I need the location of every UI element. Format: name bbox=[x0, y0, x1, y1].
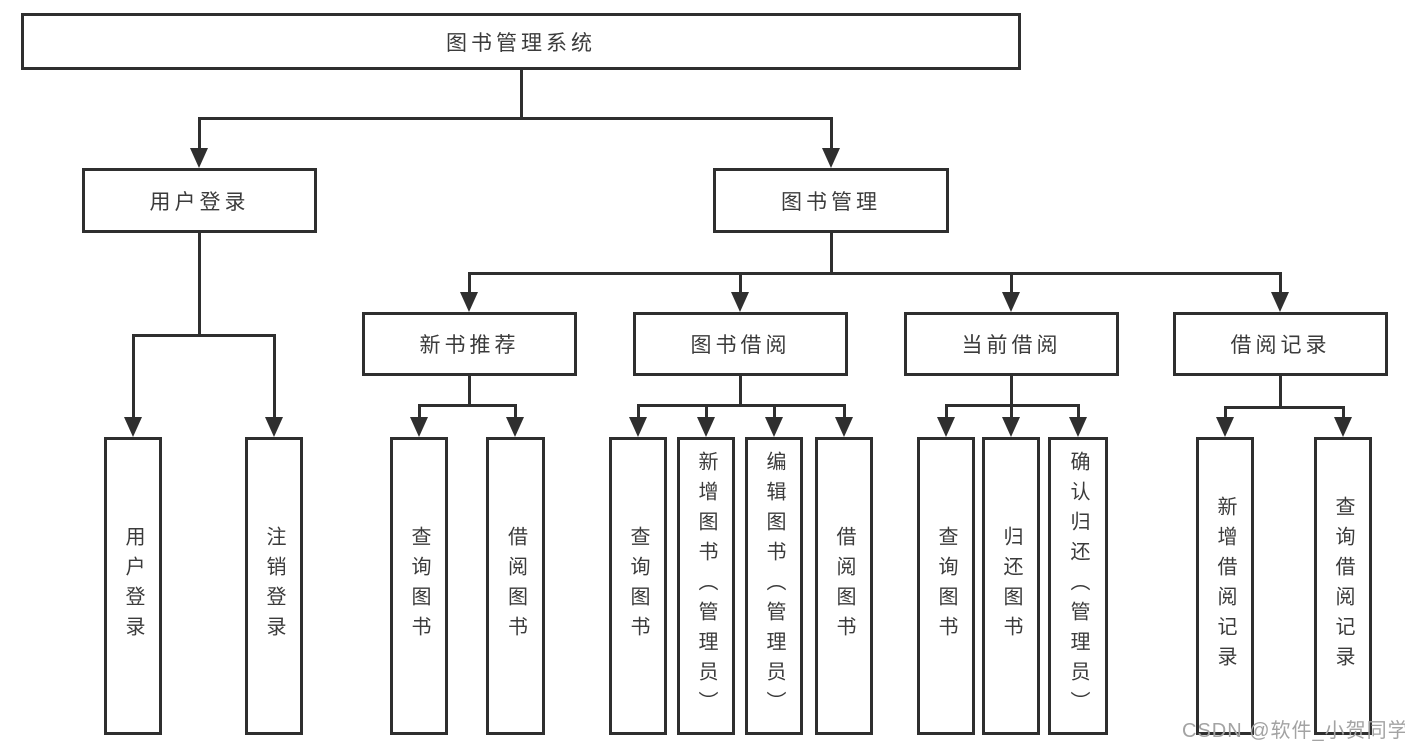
connector-line bbox=[273, 334, 276, 417]
connector-line bbox=[1224, 406, 1344, 409]
node-new-book-recommend: 新书推荐 bbox=[362, 312, 577, 376]
csdn-watermark: CSDN @软件_小贺同学 bbox=[1182, 720, 1405, 742]
leaf-confirm-return-admin: 确认归还（管理员） bbox=[1048, 437, 1108, 735]
arrowhead-down-icon bbox=[124, 417, 142, 437]
arrowhead-down-icon bbox=[460, 292, 478, 312]
connector-line bbox=[132, 334, 276, 337]
arrowhead-down-icon bbox=[731, 292, 749, 312]
connector-line bbox=[468, 376, 471, 406]
node-borrow-record: 借阅记录 bbox=[1173, 312, 1388, 376]
arrowhead-down-icon bbox=[629, 417, 647, 437]
leaf-query-books-newbook: 查询图书 bbox=[390, 437, 448, 735]
arrowhead-down-icon bbox=[822, 148, 840, 168]
connector-line bbox=[739, 376, 742, 406]
arrowhead-down-icon bbox=[1334, 417, 1352, 437]
node-user-login: 用户登录 bbox=[82, 168, 317, 233]
node-book-borrow: 图书借阅 bbox=[633, 312, 848, 376]
arrowhead-down-icon bbox=[1216, 417, 1234, 437]
arrowhead-down-icon bbox=[190, 148, 208, 168]
connector-line bbox=[1342, 406, 1345, 417]
connector-line bbox=[198, 233, 201, 337]
connector-line bbox=[637, 404, 640, 417]
arrowhead-down-icon bbox=[835, 417, 853, 437]
connector-line bbox=[739, 272, 742, 292]
connector-line bbox=[198, 117, 833, 120]
connector-line bbox=[1224, 406, 1227, 417]
connector-line bbox=[1010, 376, 1013, 406]
arrowhead-down-icon bbox=[937, 417, 955, 437]
leaf-query-books-borrow: 查询图书 bbox=[609, 437, 667, 735]
connector-line bbox=[418, 404, 517, 407]
connector-line bbox=[637, 404, 845, 407]
leaf-add-borrow-record: 新增借阅记录 bbox=[1196, 437, 1254, 735]
connector-line bbox=[418, 404, 421, 417]
arrowhead-down-icon bbox=[265, 417, 283, 437]
connector-line bbox=[1279, 376, 1282, 408]
arrowhead-down-icon bbox=[765, 417, 783, 437]
leaf-borrow-books-newbook: 借阅图书 bbox=[486, 437, 545, 735]
node-current-borrow: 当前借阅 bbox=[904, 312, 1119, 376]
connector-line bbox=[1010, 404, 1013, 417]
leaf-return-books: 归还图书 bbox=[982, 437, 1040, 735]
connector-line bbox=[514, 404, 517, 417]
leaf-add-books-admin: 新增图书（管理员） bbox=[677, 437, 735, 735]
connector-line bbox=[132, 334, 135, 417]
leaf-user-login: 用户登录 bbox=[104, 437, 162, 735]
connector-line bbox=[843, 404, 846, 417]
connector-line bbox=[520, 70, 523, 117]
leaf-query-books-current: 查询图书 bbox=[917, 437, 975, 735]
connector-line bbox=[468, 272, 1282, 275]
connector-line bbox=[468, 272, 471, 292]
connector-line bbox=[1279, 272, 1282, 292]
connector-line bbox=[830, 233, 833, 275]
connector-line bbox=[773, 404, 776, 417]
connector-line bbox=[198, 117, 201, 148]
arrowhead-down-icon bbox=[1271, 292, 1289, 312]
connector-line bbox=[945, 404, 948, 417]
arrowhead-down-icon bbox=[1002, 417, 1020, 437]
arrowhead-down-icon bbox=[697, 417, 715, 437]
node-book-management: 图书管理 bbox=[713, 168, 949, 233]
arrowhead-down-icon bbox=[410, 417, 428, 437]
arrowhead-down-icon bbox=[1069, 417, 1087, 437]
arrowhead-down-icon bbox=[1002, 292, 1020, 312]
connector-line bbox=[1010, 272, 1013, 292]
connector-line bbox=[830, 117, 833, 148]
leaf-borrow-books: 借阅图书 bbox=[815, 437, 873, 735]
leaf-logout: 注销登录 bbox=[245, 437, 303, 735]
leaf-query-borrow-record: 查询借阅记录 bbox=[1314, 437, 1372, 735]
node-root-system: 图书管理系统 bbox=[21, 13, 1021, 70]
connector-line bbox=[705, 404, 708, 417]
leaf-edit-books-admin: 编辑图书（管理员） bbox=[745, 437, 803, 735]
arrowhead-down-icon bbox=[506, 417, 524, 437]
connector-line bbox=[1077, 404, 1080, 417]
